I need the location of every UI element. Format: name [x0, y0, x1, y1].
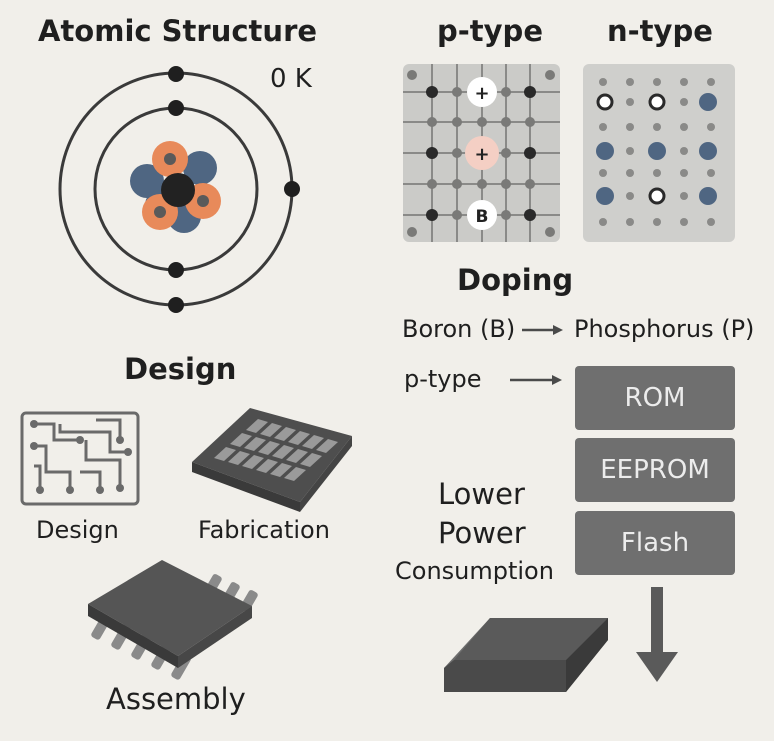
design-section-title: Design [124, 352, 237, 386]
hole [467, 77, 497, 107]
wafer-chip-icon [192, 408, 352, 512]
p-type-title: p-type [437, 14, 543, 48]
electron [168, 100, 184, 116]
boron-atom [467, 200, 497, 230]
benefit-line-lower: Lower [438, 477, 525, 511]
assembly-label: Assembly [106, 682, 246, 716]
fabrication-label: Fabrication [198, 516, 330, 544]
memory-module-icon [444, 618, 608, 692]
electrons [168, 66, 300, 313]
electron [168, 66, 184, 82]
eeprom-box: EEPROM [575, 438, 735, 502]
neutron [130, 164, 164, 198]
benefit-line-consumption: Consumption [395, 557, 554, 585]
electron [168, 297, 184, 313]
p-type-label: p-type [404, 365, 482, 393]
nucleus [130, 141, 221, 233]
arrow-icon [510, 325, 563, 385]
ic-chip-icon [88, 560, 258, 680]
boron-label: Boron (B) [402, 315, 516, 343]
neutron [183, 151, 217, 185]
phosphorus-label: Phosphorus (P) [574, 315, 755, 343]
electron [284, 181, 300, 197]
hole-symbol: + [474, 144, 489, 165]
hole [465, 136, 499, 170]
n-type-lattice [583, 64, 735, 242]
p-type-lattice: + + B [403, 64, 560, 242]
atomic-structure-title: Atomic Structure [38, 14, 318, 48]
down-arrow-icon [636, 587, 678, 682]
eeprom-label: EEPROM [600, 455, 710, 485]
nucleus-core [161, 173, 195, 207]
circuit-board-icon [20, 411, 140, 506]
rom-box: ROM [575, 366, 735, 430]
doping-title: Doping [457, 263, 574, 297]
hole-symbol: + [474, 83, 489, 104]
rom-label: ROM [624, 383, 686, 413]
n-type-title: n-type [607, 14, 713, 48]
temperature-label: 0 K [270, 64, 312, 94]
design-label: Design [36, 516, 119, 544]
flash-label: Flash [620, 528, 690, 558]
benefit-line-power: Power [438, 516, 526, 550]
flash-box: Flash [575, 511, 735, 575]
electron [168, 262, 184, 278]
boron-symbol: B [476, 207, 489, 227]
